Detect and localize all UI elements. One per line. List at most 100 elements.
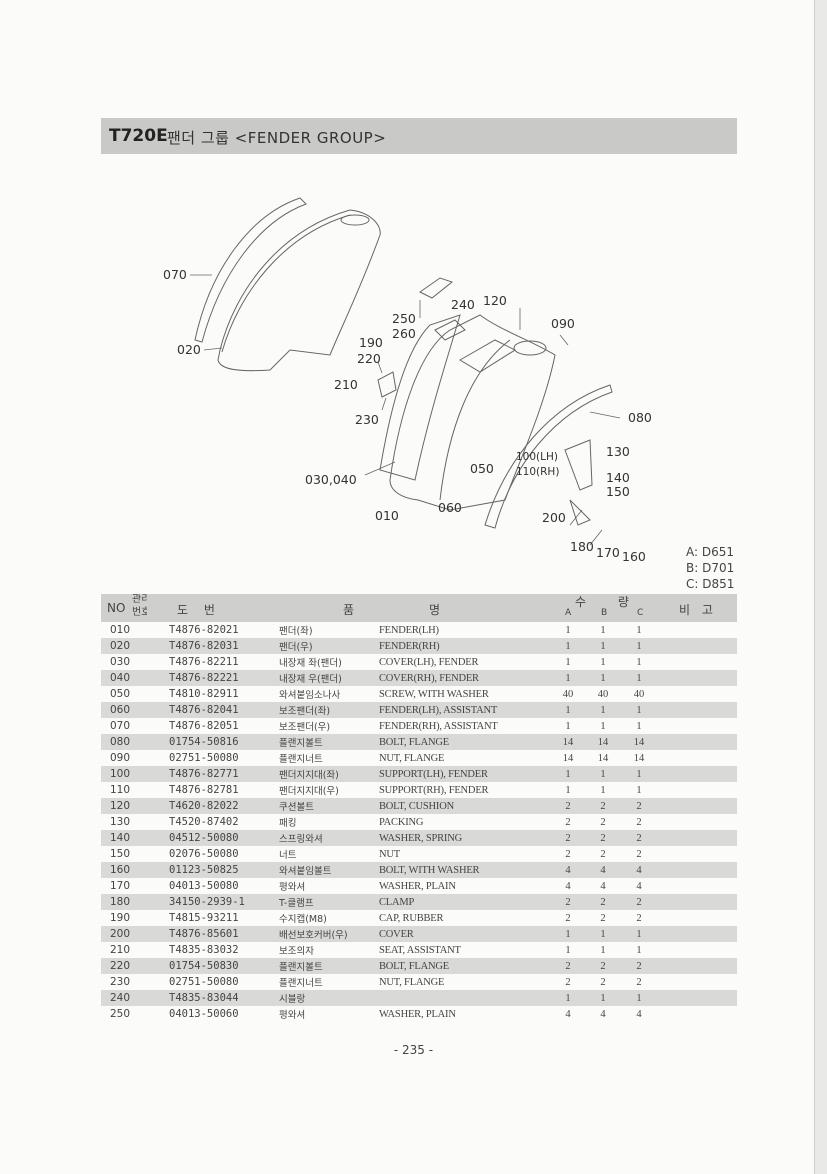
row-remark <box>657 814 737 830</box>
header-name-kr: 품 <box>343 603 355 617</box>
row-no: 180 <box>101 894 147 910</box>
row-qty-b: 1 <box>600 656 606 668</box>
row-qty-c: 1 <box>636 720 642 732</box>
row-qty-a: 4 <box>565 880 571 892</box>
callout-180: 180 <box>570 539 594 554</box>
row-name-en: COVER <box>379 926 551 942</box>
row-part-number: T4876-82021 <box>169 624 239 636</box>
row-no: 030 <box>109 656 131 668</box>
row-name-en: BOLT, WITH WASHER <box>379 862 551 878</box>
row-no: 010 <box>109 624 131 636</box>
row-name-en: BOLT, FLANGE <box>379 958 551 974</box>
row-qty-b: 1 <box>585 766 621 782</box>
row-qty-a: 1 <box>551 926 585 942</box>
row-qty-a: 2 <box>551 958 585 974</box>
row-name-en: BOLT, CUSHION <box>379 798 551 814</box>
row-part-number: T4876-82041 <box>147 702 265 718</box>
row-part-number: T4876-85601 <box>147 926 265 942</box>
row-part-number: T4620-82022 <box>147 798 265 814</box>
row-no: 020 <box>101 638 147 654</box>
row-qty-a: 1 <box>551 702 585 718</box>
row-part-number: T4876-82771 <box>147 766 265 782</box>
row-remark <box>657 974 737 990</box>
row-name-en <box>379 990 551 1006</box>
row-remark <box>657 734 737 750</box>
row-qty-a: 2 <box>551 894 585 910</box>
row-qty-c: 2 <box>636 912 642 924</box>
row-part-number: 04013-50080 <box>169 880 239 892</box>
row-qty-a: 2 <box>565 848 571 860</box>
row-no: 210 <box>109 944 131 956</box>
callout-190: 190 <box>359 335 383 350</box>
row-qty-c: 1 <box>621 990 657 1006</box>
row-no: 040 <box>101 670 147 686</box>
row-qty-b: 2 <box>585 958 621 974</box>
row-name-kr: 팬더(우) <box>265 638 379 654</box>
row-remark <box>657 798 737 814</box>
header-b: B <box>601 608 608 618</box>
row-qty-b: 1 <box>600 944 606 956</box>
row-qty-b: 2 <box>600 912 606 924</box>
callout-120: 120 <box>483 293 507 308</box>
row-name-kr: 플랜지너트 <box>279 754 323 765</box>
row-qty-c: 1 <box>636 784 642 796</box>
row-qty-c: 2 <box>621 958 657 974</box>
row-qty-a: 1 <box>565 656 571 668</box>
row-name-en: FENDER(RH), ASSISTANT <box>379 720 498 732</box>
row-name-en: NUT, FLANGE <box>379 976 445 988</box>
callout-050: 050 <box>470 461 494 476</box>
row-name-en: FENDER(LH) <box>379 624 439 636</box>
row-name-kr: 스프링와셔 <box>265 830 379 846</box>
callout-230: 230 <box>355 412 379 427</box>
row-part-number: 01754-50830 <box>147 958 265 974</box>
legend-c: C: D851 <box>686 577 735 591</box>
row-qty-c: 2 <box>636 848 642 860</box>
row-qty-a: 2 <box>565 816 571 828</box>
row-qty-b: 40 <box>597 688 609 700</box>
row-qty-b: 1 <box>585 926 621 942</box>
row-no: 060 <box>101 702 147 718</box>
row-qty-b: 2 <box>585 830 621 846</box>
row-qty-a: 1 <box>551 670 585 686</box>
row-name-kr: 보조팬더(우) <box>279 722 331 733</box>
header-a: A <box>565 608 572 618</box>
row-name-en: NUT <box>379 848 400 860</box>
row-qty-b: 14 <box>597 752 609 764</box>
row-name-en: NUT, FLANGE <box>379 752 445 764</box>
row-remark <box>657 958 737 974</box>
row-qty-c: 1 <box>621 638 657 654</box>
row-name-kr: 플랜지볼트 <box>265 958 379 974</box>
callout-070: 070 <box>163 267 187 282</box>
row-remark <box>657 718 737 734</box>
row-qty-c: 2 <box>636 816 642 828</box>
row-remark <box>657 782 737 798</box>
row-no: 160 <box>101 862 147 878</box>
row-qty-b: 4 <box>600 880 606 892</box>
row-qty-c: 1 <box>636 944 642 956</box>
header-c: C <box>637 608 644 618</box>
row-name-en: CAP, RUBBER <box>379 912 444 924</box>
row-remark <box>657 654 737 670</box>
callout-030-040: 030,040 <box>305 472 357 487</box>
row-qty-b: 2 <box>585 894 621 910</box>
row-no: 110 <box>109 784 131 796</box>
callout-260: 260 <box>392 326 416 341</box>
row-qty-c: 1 <box>636 656 642 668</box>
row-part-number: 01123-50825 <box>147 862 265 878</box>
row-part-number: 04512-50080 <box>147 830 265 846</box>
group-title: 팬더 그룹 <FENDER GROUP> <box>167 129 387 147</box>
callout-080: 080 <box>628 410 652 425</box>
row-name-kr: T-클램프 <box>265 894 379 910</box>
